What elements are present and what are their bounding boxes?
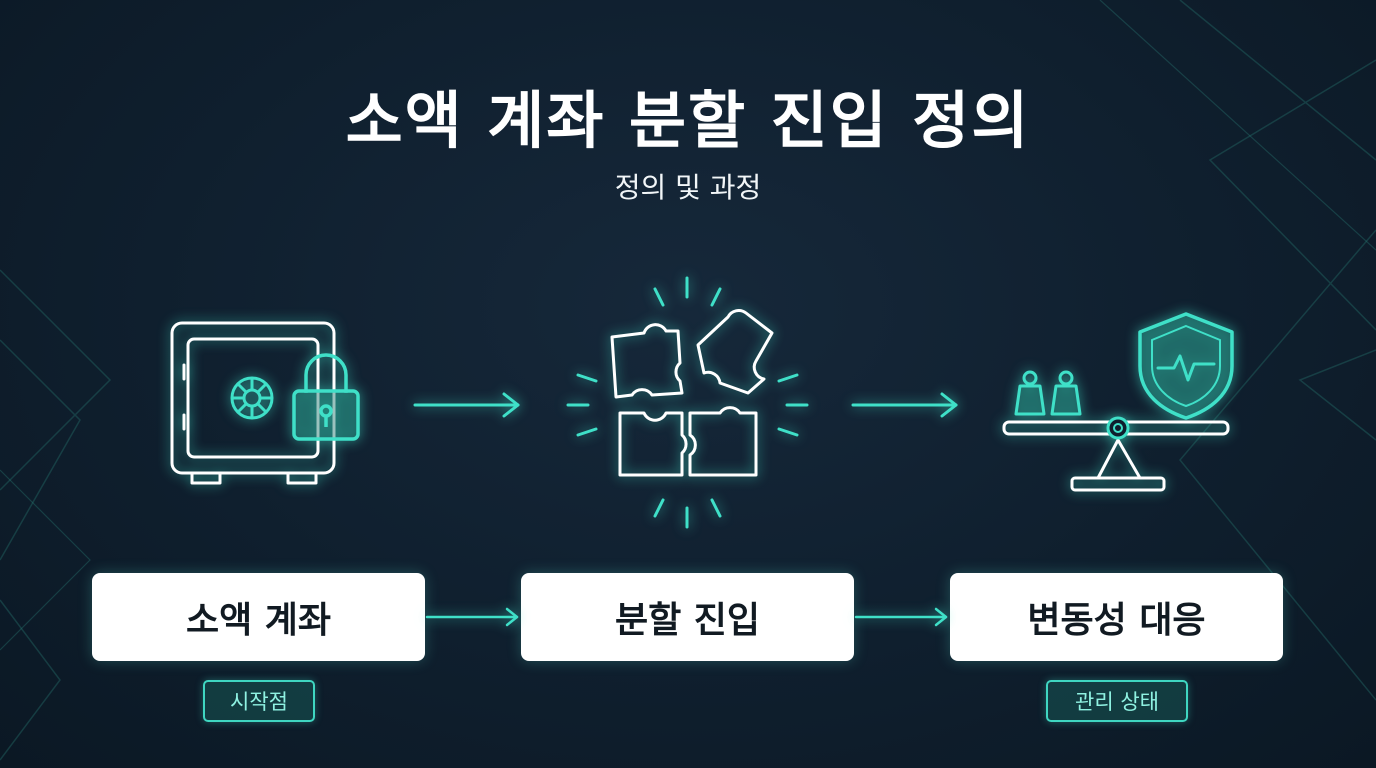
balance-shield-icon bbox=[1002, 312, 1234, 492]
connector-arrow-icon bbox=[425, 607, 519, 627]
connector-arrow-icon bbox=[854, 607, 948, 627]
puzzle-pieces-icon bbox=[566, 276, 809, 529]
step-box-small-account: 소액 계좌 bbox=[92, 573, 425, 661]
safe-lock-icon bbox=[170, 321, 360, 485]
badge-managed-state: 관리 상태 bbox=[1046, 680, 1188, 722]
arrow-right-icon bbox=[851, 392, 958, 418]
page-subtitle: 정의 및 과정 bbox=[614, 171, 762, 204]
step-box-volatility-response: 변동성 대응 bbox=[950, 573, 1283, 661]
arrow-right-icon bbox=[413, 392, 520, 418]
badge-start-point: 시작점 bbox=[203, 680, 315, 722]
step-box-split-entry: 분할 진입 bbox=[521, 573, 854, 661]
page-title: 소액 계좌 분할 진입 정의 bbox=[345, 84, 1031, 157]
